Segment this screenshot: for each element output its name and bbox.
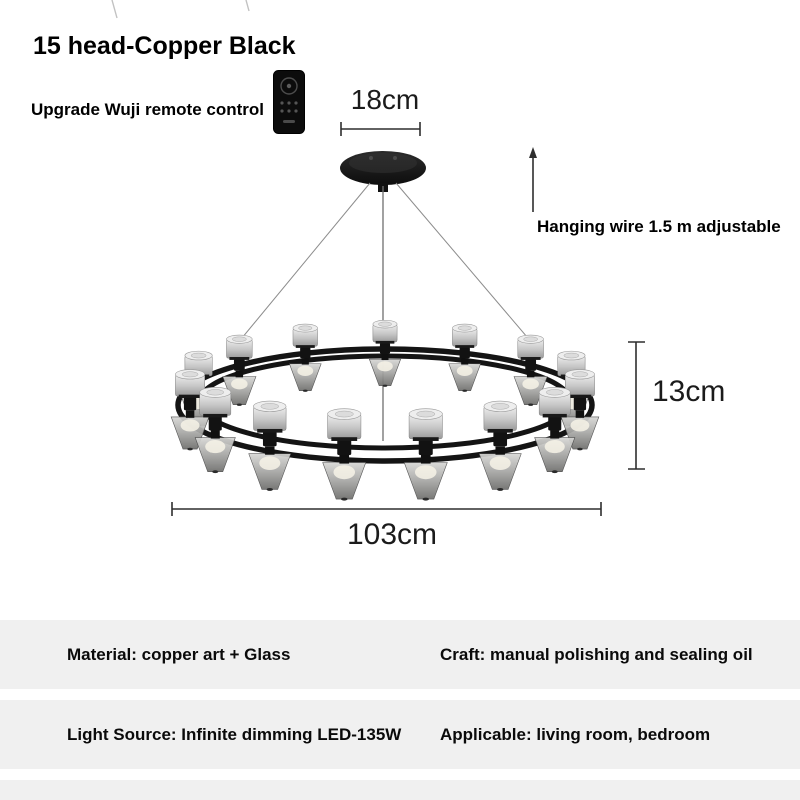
dim-fixture-height-label: 13cm xyxy=(652,375,726,408)
lamp-head xyxy=(194,386,236,474)
dim-canopy-width-label: 18cm xyxy=(350,84,420,115)
lamp-head xyxy=(478,400,522,491)
spec-material: Material: copper art + Glass xyxy=(67,644,291,664)
lamp-heads xyxy=(170,319,600,501)
dimension-lines xyxy=(171,122,645,516)
lamp-head xyxy=(403,408,448,501)
dim-line-fixture-height xyxy=(628,341,645,470)
spec-table: Material: copper art + Glass Craft: manu… xyxy=(0,620,800,800)
dim-fixture-diameter-label: 103cm xyxy=(346,518,438,551)
dim-line-canopy-width xyxy=(340,122,421,136)
crop-artifact-lines xyxy=(111,0,250,19)
product-title: 15 head-Copper Black xyxy=(33,32,296,60)
lamp-head xyxy=(368,319,402,387)
lamp-head xyxy=(448,323,482,392)
spec-row-2: Light Source: Infinite dimming LED-135W … xyxy=(0,700,800,769)
spec-craft: Craft: manual polishing and sealing oil xyxy=(440,644,753,664)
lamp-head xyxy=(513,334,548,406)
dim-line-fixture-diameter xyxy=(171,502,602,516)
lamp-head xyxy=(322,408,367,501)
spec-light-source: Light Source: Infinite dimming LED-135W xyxy=(67,724,402,744)
spec-applicable: Applicable: living room, bedroom xyxy=(440,724,711,744)
remote-control-icon xyxy=(273,70,305,134)
lamp-head xyxy=(248,400,292,491)
lamp-head xyxy=(288,323,322,392)
lamp-head xyxy=(534,386,576,474)
dim-line-hanging-wire xyxy=(529,147,537,212)
spec-row-1: Material: copper art + Glass Craft: manu… xyxy=(0,620,800,689)
suspension-wires xyxy=(236,182,534,441)
ceiling-canopy xyxy=(340,151,426,192)
remote-control-note: Upgrade Wuji remote control xyxy=(31,100,264,119)
hanging-wire-label: Hanging wire 1.5 m adjustable xyxy=(537,217,781,236)
spec-row-partial xyxy=(0,780,800,800)
lamp-head xyxy=(222,334,257,406)
